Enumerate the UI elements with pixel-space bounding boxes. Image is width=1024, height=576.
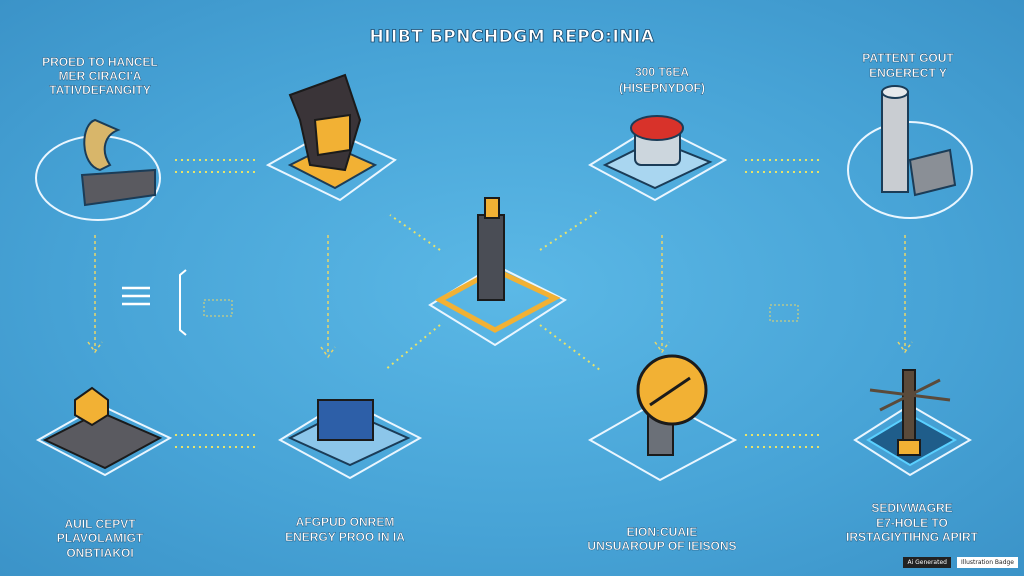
hexagon-icon xyxy=(74,386,109,427)
arrow-down xyxy=(654,235,670,354)
label-line: IRSTAGIYTIHNG APIRT xyxy=(846,530,979,544)
label-bottom-mid-right: EION:CUAIE UNSUAROUP OF IEISONS xyxy=(587,525,737,553)
button-icon xyxy=(630,115,684,141)
connector-dots xyxy=(745,159,820,173)
label-bottom-mid-left: AFGPUD ONREM ENERGY PROO IN IA xyxy=(285,515,406,544)
node-top-mid-right xyxy=(587,115,728,202)
diagram-title: HIIBT БPNCHDGM REPO:INIA xyxy=(369,27,654,47)
connector-tag xyxy=(769,304,799,322)
label-line: ENERGY PROO IN IA xyxy=(285,530,405,544)
connectors xyxy=(87,159,913,448)
connector-dots xyxy=(384,209,601,371)
tower-icon xyxy=(477,214,505,301)
pillar-icon xyxy=(881,91,909,193)
label-line: AFGPUD ONREM xyxy=(296,515,395,529)
label-line: 300 T6EA xyxy=(635,65,689,79)
server-icon xyxy=(317,399,374,441)
label-line: (HISEPNYDOF) xyxy=(619,81,705,95)
label-line: AUIL CEPVT xyxy=(64,517,136,531)
hand-icon xyxy=(83,118,121,172)
watermark-text: Illustration Badge xyxy=(956,557,1018,568)
node-top-left xyxy=(35,118,161,221)
label-line: PLAVOLAMIGT xyxy=(57,531,144,545)
node-bottom-mid-left xyxy=(278,398,423,480)
node-top-mid-left xyxy=(265,73,397,202)
label-top-mid-right: 300 T6EA (HISEPNYDOF) xyxy=(619,65,705,95)
label-line: ENGERECT Y xyxy=(869,66,947,80)
node-bottom-left xyxy=(35,386,173,477)
hamburger-icon[interactable] xyxy=(122,269,187,336)
label-line: UNSUAROUP OF IEISONS xyxy=(587,539,736,553)
connector-dots xyxy=(745,434,820,448)
watermark-text: Ai Generated xyxy=(903,557,951,568)
watermark-badge: Ai Generated Illustration Badge xyxy=(903,557,1018,568)
label-line: ONBTIAKOI xyxy=(66,546,133,560)
arrow-down xyxy=(87,235,103,354)
node-top-right xyxy=(847,85,973,219)
node-bottom-right xyxy=(853,369,972,477)
label-bottom-left: AUIL CEPVT PLAVOLAMIGT ONBTIAKOI xyxy=(57,517,145,560)
label-line: TATIVDEFANGITY xyxy=(49,83,151,97)
label-line: PROED TO HANCEL xyxy=(42,55,158,69)
label-top-left: PROED TO HANCEL MER CIRACI'A TATIVDEFANG… xyxy=(42,55,158,97)
label-line: SEDIVWAGRE xyxy=(871,501,952,515)
label-line: E7-HOLE TO xyxy=(876,516,948,530)
node-center xyxy=(428,197,568,347)
label-line: MER CIRACI'A xyxy=(59,69,142,83)
arrow-down xyxy=(897,235,913,354)
node-bottom-mid-right xyxy=(587,354,738,482)
label-top-right: PATTENT GOUT ENGERECT Y xyxy=(862,51,955,80)
label-line: EION:CUAIE xyxy=(627,525,698,539)
connector-dots xyxy=(175,434,255,448)
connector-tag xyxy=(203,299,233,317)
label-line: PATTENT GOUT xyxy=(862,51,954,65)
antenna-icon xyxy=(902,369,916,446)
label-bottom-right: SEDIVWAGRE E7-HOLE TO IRSTAGIYTIHNG APIR… xyxy=(846,501,979,544)
arrow-down xyxy=(320,235,336,359)
connector-dots xyxy=(175,159,255,173)
